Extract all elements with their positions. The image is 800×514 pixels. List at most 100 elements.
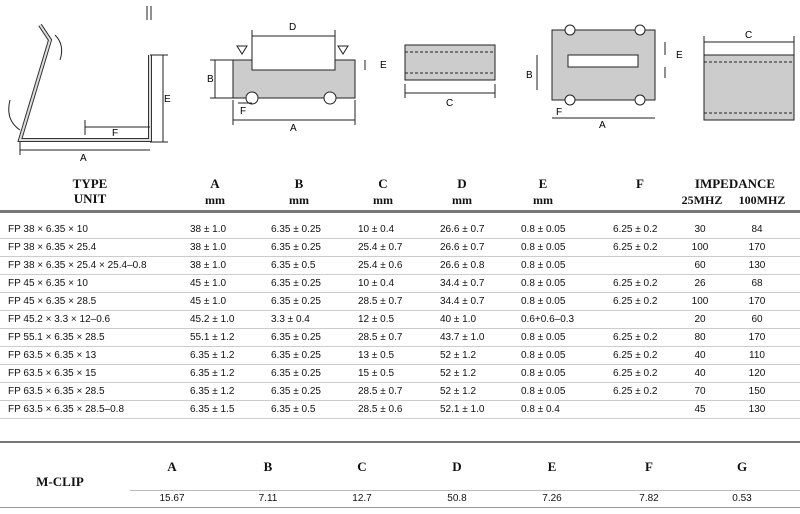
cell-value: 0.8 ± 0.05 [521,296,566,307]
cell-value: 34.4 ± 0.7 [440,278,485,289]
cell-type: FP 38 × 6.35 × 10 [8,224,88,235]
cell-value: 0.8 ± 0.4 [521,404,560,415]
cell-value: 0.8 ± 0.05 [521,350,566,361]
header-rule [0,210,800,213]
cell-value: 6.25 ± 0.2 [613,332,658,343]
cell-value: 6.35 ± 1.2 [190,386,235,397]
cell-value: 6.35 ± 0.5 [271,260,316,271]
dimension-diagrams: E F A D B E F A C B E F A C [8,6,795,164]
svg-text:A: A [80,153,87,164]
cell-value: 52 ± 1.2 [440,350,477,361]
mclip-header: A [167,459,177,474]
cell-value: 6.35 ± 1.2 [190,368,235,379]
core-diagram-2: C [404,44,496,109]
cell-value: 6.35 ± 0.25 [271,350,321,361]
core-diagram-4: C [703,30,795,121]
svg-text:E: E [380,60,387,71]
svg-text:B: B [526,70,533,81]
mclip-top-rule [0,441,800,443]
cell-value: 25.4 ± 0.7 [358,242,403,253]
cell-value: 84 [751,224,763,235]
cell-value: 40 ± 1.0 [440,314,477,325]
header-a: A [210,176,220,191]
cell-value: 0.8 ± 0.05 [521,368,566,379]
cell-value: 6.35 ± 0.25 [271,368,321,379]
cell-value: 6.25 ± 0.2 [613,278,658,289]
table-row: FP 55.1 × 6.35 × 28.5 55.1 ± 1.2 6.35 ± 0.… [0,328,800,347]
mclip-value: 15.67 [159,493,185,504]
unit-mm: mm [373,193,393,207]
cell-type: FP 63.5 × 6.35 × 15 [8,368,97,379]
cell-value: 26.6 ± 0.8 [440,260,485,271]
cell-value: 45 ± 1.0 [190,278,227,289]
cell-value: 34.4 ± 0.7 [440,296,485,307]
cell-value: 43.7 ± 1.0 [440,332,485,343]
header-e: E [538,176,548,191]
cell-value: 28.5 ± 0.6 [358,404,403,415]
cell-value: 100 [691,296,709,307]
unit-mm: mm [452,193,472,207]
cell-value: 110 [749,350,765,361]
cell-value: 6.35 ± 1.5 [190,404,235,415]
cell-type: FP 63.5 × 6.35 × 28.5 [8,386,105,397]
header-type: TYPE [72,176,108,191]
cell-value: 6.35 ± 0.25 [271,224,321,235]
cell-type: FP 55.1 × 6.35 × 28.5 [8,332,105,343]
header-b: B [294,176,304,191]
cell-value: 6.25 ± 0.2 [613,242,658,253]
cell-value: 55.1 ± 1.2 [190,332,235,343]
cell-value: 6.25 ± 0.2 [613,350,658,361]
unit-mm: mm [533,193,553,207]
cell-type: FP 45 × 6.35 × 10 [8,278,88,289]
cell-value: 170 [748,332,766,343]
mclip-value: 12.7 [352,493,372,504]
cell-value: 30 [694,224,706,235]
cell-value: 0.8 ± 0.05 [521,332,566,343]
cell-value: 26.6 ± 0.7 [440,224,485,235]
cell-value: 45.2 ± 1.0 [190,314,235,325]
cell-value: 68 [751,278,763,289]
svg-text:D: D [289,22,296,33]
cell-value: 52.1 ± 1.0 [440,404,485,415]
cell-value: 25.4 ± 0.6 [358,260,403,271]
cell-value: 45 [694,404,706,415]
header-25mhz: 25MHZ [681,193,723,207]
svg-text:F: F [556,107,562,118]
cell-value: 20 [694,314,706,325]
cell-value: 100 [691,242,709,253]
cell-value: 28.5 ± 0.7 [358,296,403,307]
cell-value: 6.25 ± 0.2 [613,224,658,235]
cell-value: 0.8 ± 0.05 [521,224,566,235]
cell-value: 40 [694,368,706,379]
cell-type: FP 38 × 6.35 × 25.4 × 25.4–0.8 [8,260,147,271]
cell-value: 60 [751,314,763,325]
cell-value: 6.35 ± 1.2 [190,350,235,361]
cell-value: 3.3 ± 0.4 [271,314,310,325]
core-diagram-1: D B E F A [207,22,387,134]
mclip-value: 7.82 [639,493,659,504]
header-100mhz: 100MHZ [738,193,786,207]
cell-value: 45 ± 1.0 [190,296,227,307]
clip-label-e: E [164,94,171,105]
cell-value: 40 [694,350,706,361]
svg-text:A: A [599,120,606,131]
cell-value: 0.8 ± 0.05 [521,242,566,253]
unit-mm: mm [289,193,309,207]
cell-value: 170 [748,242,766,253]
mclip-header: B [263,459,273,474]
cell-value: 38 ± 1.0 [190,242,227,253]
cell-type: FP 38 × 6.35 × 25.4 [8,242,97,253]
mclip-divider [130,490,800,491]
unit-mm: mm [205,193,225,207]
cell-value: 60 [694,260,706,271]
cell-value: 10 ± 0.4 [358,278,395,289]
cell-type: FP 63.5 × 6.35 × 28.5–0.8 [8,404,125,415]
cell-value: 28.5 ± 0.7 [358,332,403,343]
cell-value: 6.35 ± 0.25 [271,332,321,343]
